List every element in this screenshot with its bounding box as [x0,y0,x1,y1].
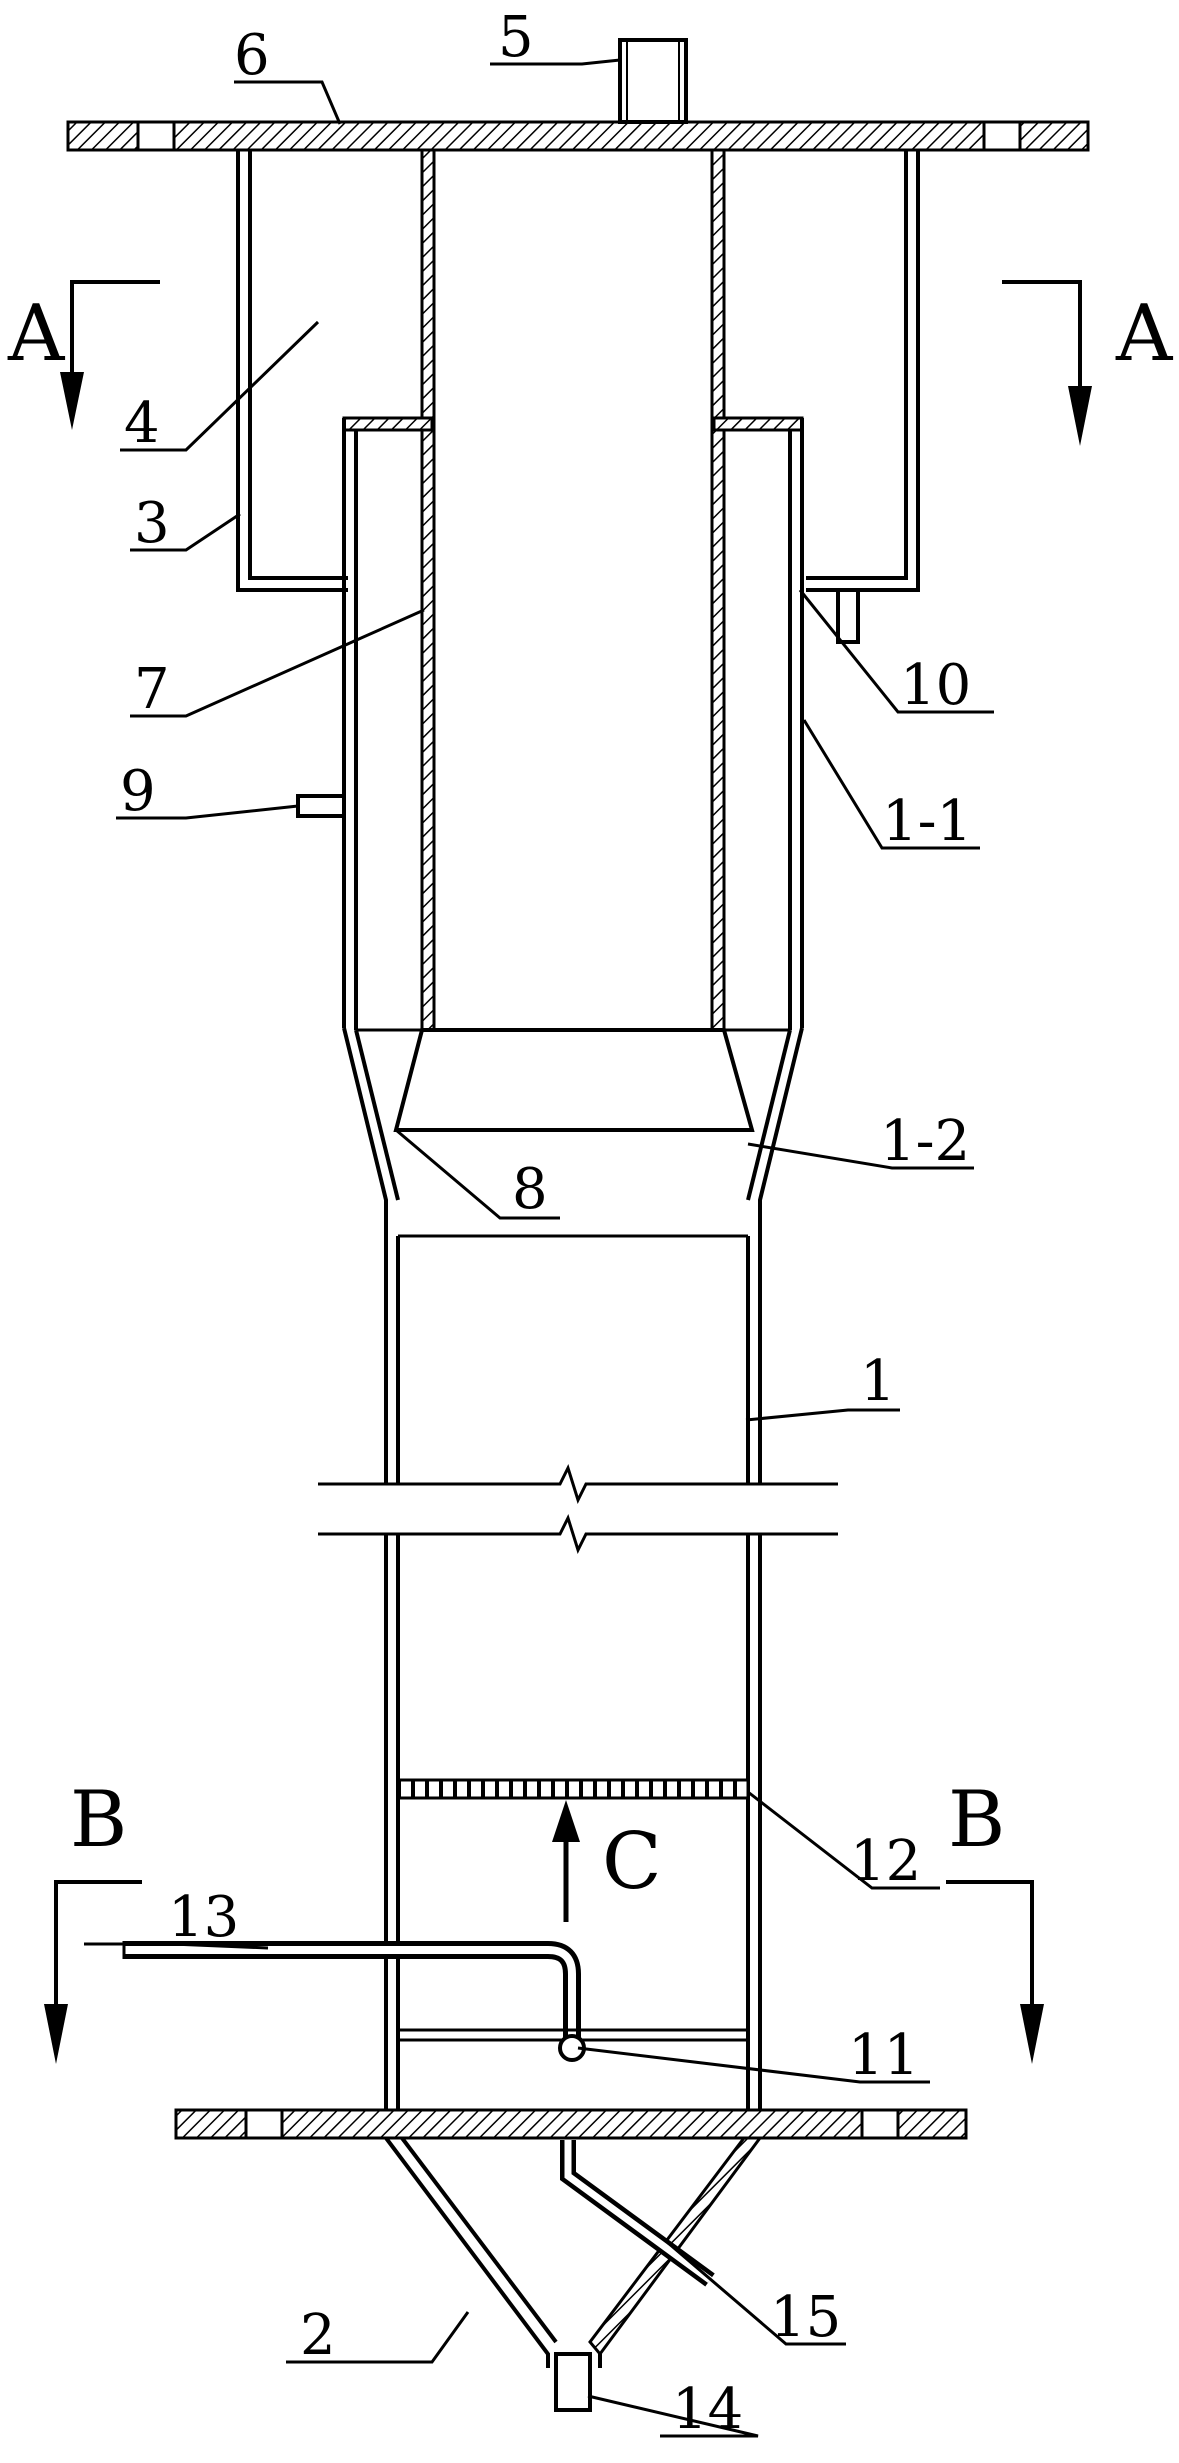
callout-4: 4 [124,391,160,456]
flared-skirt [393,1028,755,1132]
callout-11: 11 [848,2023,919,2088]
callout-12: 12 [850,1829,921,1894]
section-label-b-left: B [70,1775,127,1865]
upper-shell [342,416,804,1030]
callout-8: 8 [512,1157,548,1222]
leader-lines [84,58,994,2438]
top-cover-flange [66,120,1090,152]
callout-13: 13 [168,1885,239,1950]
bottom-nozzle-10 [836,588,860,644]
flow-label-c: C [602,1817,662,1907]
callout-1-2: 1-2 [880,1109,970,1174]
angled-pipe-15 [560,2140,715,2287]
callout-1: 1 [860,1349,896,1414]
break-lines [318,1464,840,1554]
bottom-flange [174,2108,968,2140]
side-nozzle-9 [296,794,346,818]
distributor-plate [396,1778,750,1800]
callout-14: 14 [672,2377,743,2442]
outer-chamber-shell [236,150,920,592]
section-marker-a-right [1002,280,1092,446]
callout-7: 7 [134,657,170,722]
callout-6: 6 [234,23,270,88]
callout-1-1: 1-1 [882,789,972,854]
top-outlet-nozzle [618,38,688,124]
callout-3: 3 [134,491,170,556]
section-label-a-right: A [1115,289,1174,379]
inner-central-tube [420,148,726,1032]
section-marker-b-right [946,1880,1044,2064]
main-column [384,1234,762,2110]
section-label-a-left: A [7,289,66,379]
callout-10: 10 [900,653,971,718]
callout-5: 5 [498,5,534,70]
section-marker-b-left [44,1880,142,2064]
callout-15: 15 [770,2285,841,2350]
flow-arrow-c [552,1800,580,1922]
section-label-b-right: B [948,1775,1005,1865]
callout-9: 9 [120,759,156,824]
drain-nozzle [554,2352,592,2412]
section-marker-a-left [60,280,160,430]
callout-2: 2 [300,2303,336,2368]
